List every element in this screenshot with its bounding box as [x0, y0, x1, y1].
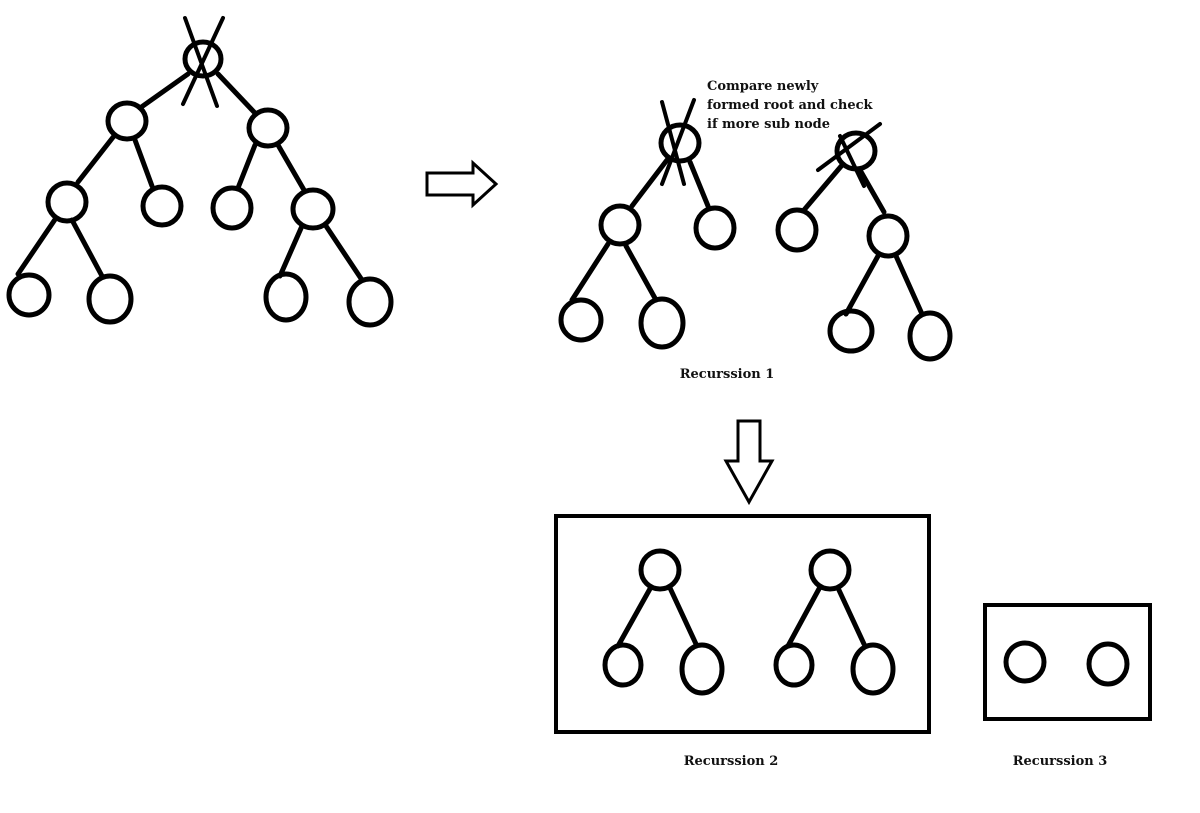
tree-node [1086, 641, 1130, 687]
tree-node [105, 100, 149, 142]
subtree-root-node [808, 548, 852, 592]
recursion-3-nodes [1003, 640, 1130, 687]
right-subtree-nodes [775, 130, 953, 362]
tree-node [638, 296, 686, 350]
tree-node [86, 273, 134, 325]
recursion-1-label: Recurssion 1 [680, 367, 775, 382]
subtree-root-node [638, 548, 682, 592]
annotation-line-2: formed root and check [707, 98, 874, 113]
tree-node [263, 271, 309, 323]
tree-node [598, 203, 642, 247]
recursion-2-edges [615, 584, 867, 649]
annotation-line-3: if more sub node [707, 117, 830, 132]
tree-node [907, 310, 953, 362]
tree-node [346, 276, 394, 328]
tree-node [45, 180, 89, 224]
tree-node [693, 205, 737, 251]
tree-node [6, 272, 52, 318]
subtree-root-node [658, 122, 702, 164]
recursion-2-label: Recurssion 2 [684, 754, 779, 769]
annotation-line-1: Compare newly [707, 79, 819, 94]
annotation-text: Compare newly formed root and check if m… [707, 79, 877, 132]
tree-node [558, 297, 604, 343]
down-arrow-icon [723, 419, 775, 506]
right-root-cross-out-mark [816, 122, 882, 188]
tree-node [1003, 640, 1047, 684]
tree-node [602, 642, 644, 688]
original-tree-nodes [6, 39, 394, 328]
tree-node [827, 308, 875, 354]
tree-node [246, 107, 290, 149]
right-arrow-icon [425, 159, 499, 209]
tree-node [775, 207, 819, 253]
tree-node [210, 185, 254, 231]
right-subtree-edges [801, 161, 925, 317]
tree-node [850, 642, 896, 696]
tree-node [679, 642, 725, 696]
original-tree [6, 16, 394, 328]
root-cross-out-mark [181, 16, 225, 108]
tree-node [140, 184, 184, 228]
tree-node [290, 187, 336, 231]
recursion-2: Recurssion 2 [554, 514, 931, 769]
recursion-3-label: Recurssion 3 [1013, 754, 1108, 769]
tree-node [866, 213, 910, 259]
recursion-2-box [554, 514, 931, 734]
original-tree-edges [15, 71, 365, 283]
recursion-2-nodes [602, 548, 896, 696]
recursion-3-box [983, 603, 1152, 721]
root-node [182, 39, 224, 79]
tree-node [773, 642, 815, 688]
left-root-cross-out-mark [660, 98, 696, 186]
left-subtree-edges [569, 157, 711, 303]
left-subtree-nodes [558, 122, 737, 350]
recursion-3: Recurssion 3 [983, 603, 1152, 769]
recursion-1: Compare newly formed root and check if m… [558, 79, 953, 382]
